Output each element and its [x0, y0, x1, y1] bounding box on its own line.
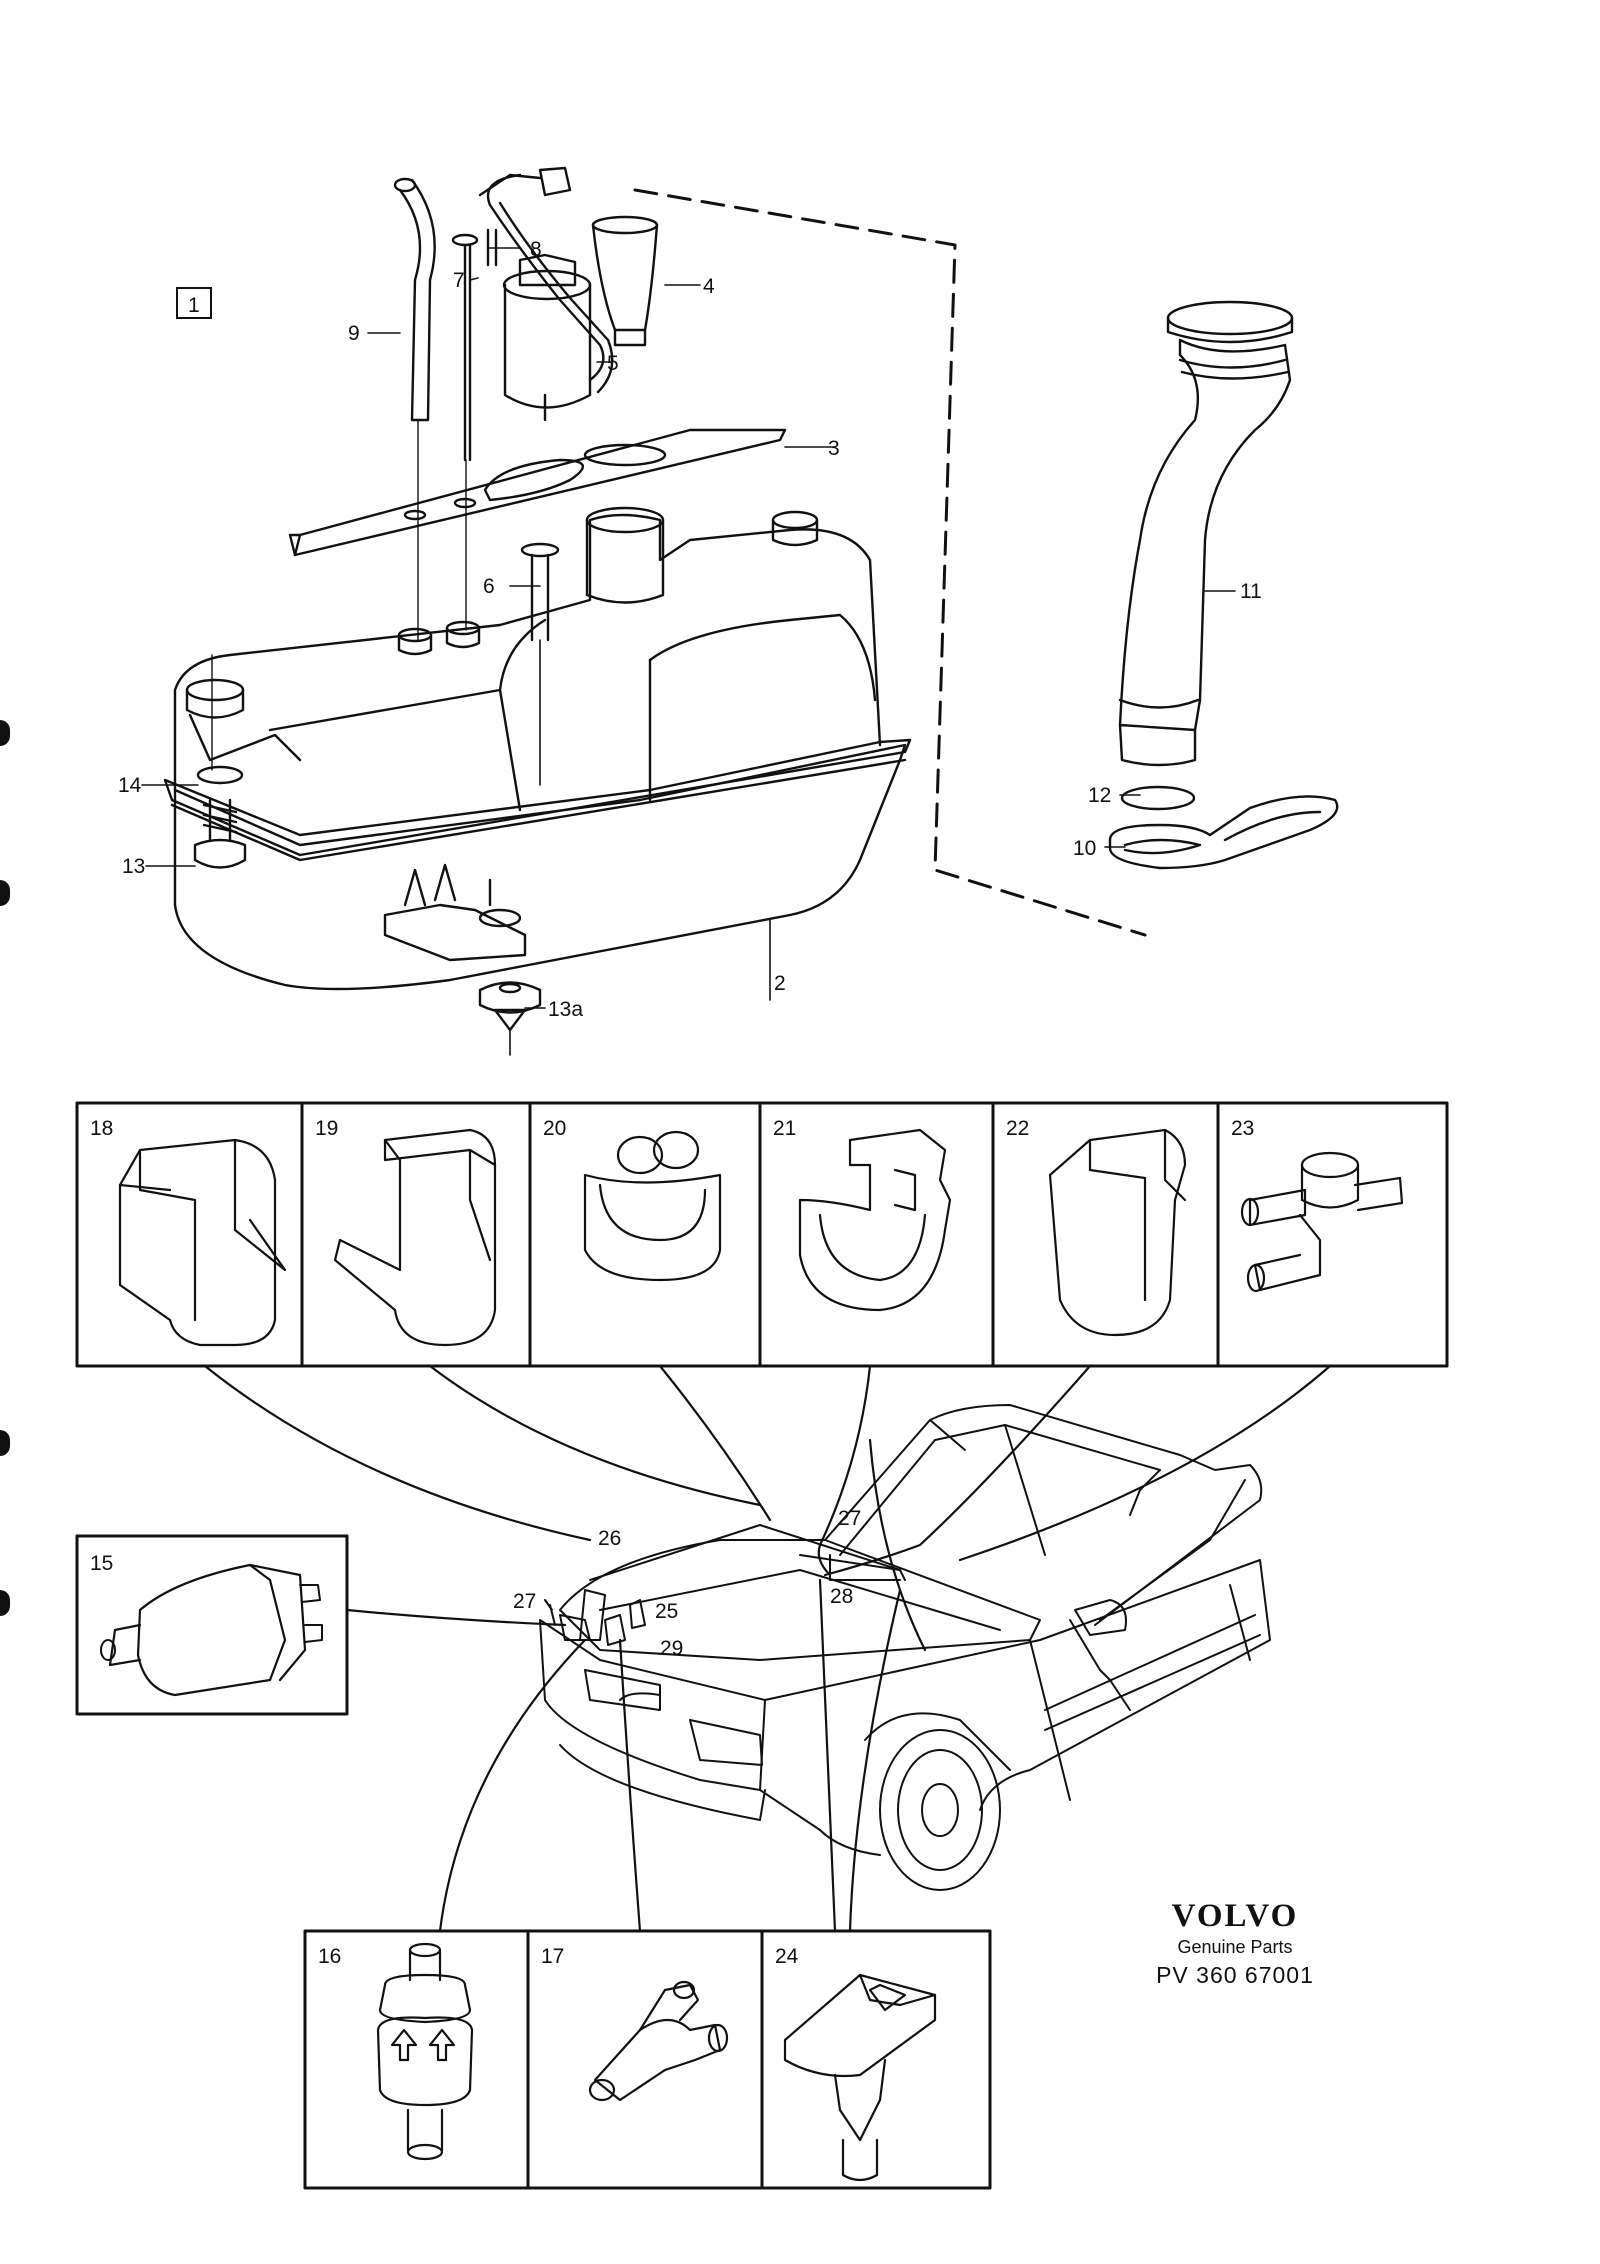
- callout-28: 28: [830, 1585, 853, 1608]
- callout-4: 4: [703, 275, 715, 298]
- cell-19: 19: [315, 1117, 338, 1140]
- cell-16: 16: [318, 1945, 341, 1968]
- part-number: PV 360 67001: [1156, 1962, 1314, 1988]
- reservoir-tank: [173, 743, 907, 991]
- callout-13a: 13a: [548, 998, 583, 1021]
- y-connector-17: [588, 1980, 729, 2102]
- callout-27-left: 27: [513, 1590, 536, 1613]
- cell-21: 21: [773, 1117, 796, 1140]
- callout-13: 13: [122, 855, 145, 878]
- callout-29: 29: [660, 1637, 683, 1660]
- cell-leader-lines: [203, 1364, 1332, 1933]
- cell-22: 22: [1006, 1117, 1029, 1140]
- clip-20: [583, 1130, 722, 1282]
- hose-9: [398, 178, 436, 422]
- cell-23: 23: [1231, 1117, 1254, 1140]
- margin-mark: [0, 1590, 10, 1616]
- callout-27-right: 27: [838, 1507, 861, 1530]
- callout-3: 3: [828, 437, 840, 460]
- brand-block: VOLVO Genuine Parts PV 360 67001: [1130, 1898, 1340, 1989]
- callout-2: 2: [774, 972, 786, 995]
- filter-cell: [75, 1534, 349, 1716]
- washer-pump: [503, 283, 592, 409]
- callout-26: 26: [598, 1527, 621, 1550]
- clip-22: [1048, 1128, 1187, 1337]
- filler-tube: [1118, 300, 1294, 767]
- callout-5: 5: [607, 352, 619, 375]
- margin-mark: [0, 880, 10, 906]
- cell-18: 18: [90, 1117, 113, 1140]
- callout-12: 12: [1088, 784, 1111, 807]
- washer-reservoir-assembly: [163, 166, 1147, 1056]
- callout-14: 14: [118, 774, 142, 797]
- cell-20: 20: [543, 1117, 566, 1140]
- callout-8: 8: [530, 238, 542, 261]
- callout-6: 6: [483, 575, 495, 598]
- connector-23: [1240, 1151, 1404, 1293]
- clip-18: [118, 1138, 287, 1347]
- cell-numbers: 18 19 20 21 22 23 15 16 17 24: [90, 1117, 1254, 1968]
- top-callouts: 9 7 8 4 5 3 6 11 12 10 2 14 13 13a: [118, 238, 1262, 1021]
- clip-grid: [75, 1101, 1449, 1368]
- car-illustration: [539, 1404, 1271, 1891]
- cell-24: 24: [775, 1945, 799, 1968]
- volvo-logo: VOLVO: [1171, 1898, 1299, 1934]
- callout-11: 11: [1240, 580, 1262, 603]
- margin-mark: [0, 1430, 10, 1456]
- section-label-box: [176, 287, 212, 319]
- check-valve-16: [376, 1942, 474, 2161]
- clip-19: [333, 1128, 497, 1347]
- section-label: 1: [188, 294, 200, 317]
- ring-12: [1120, 785, 1196, 811]
- callout-25: 25: [655, 1600, 678, 1623]
- callout-leaders: [141, 247, 1236, 1009]
- car-callouts: 26 27 25 29 27 28: [513, 1507, 861, 1660]
- margin-mark: [0, 720, 10, 746]
- seal-with-tab-10: [1108, 795, 1339, 870]
- washer-nozzle-24: [783, 1973, 937, 2182]
- callout-9: 9: [348, 322, 360, 345]
- cell-15: 15: [90, 1552, 113, 1575]
- brand-subtitle: Genuine Parts: [1177, 1937, 1293, 1957]
- clip-21: [798, 1128, 952, 1312]
- cell-17: 17: [541, 1945, 564, 1968]
- callout-7: 7: [453, 269, 465, 292]
- callout-10: 10: [1073, 837, 1096, 860]
